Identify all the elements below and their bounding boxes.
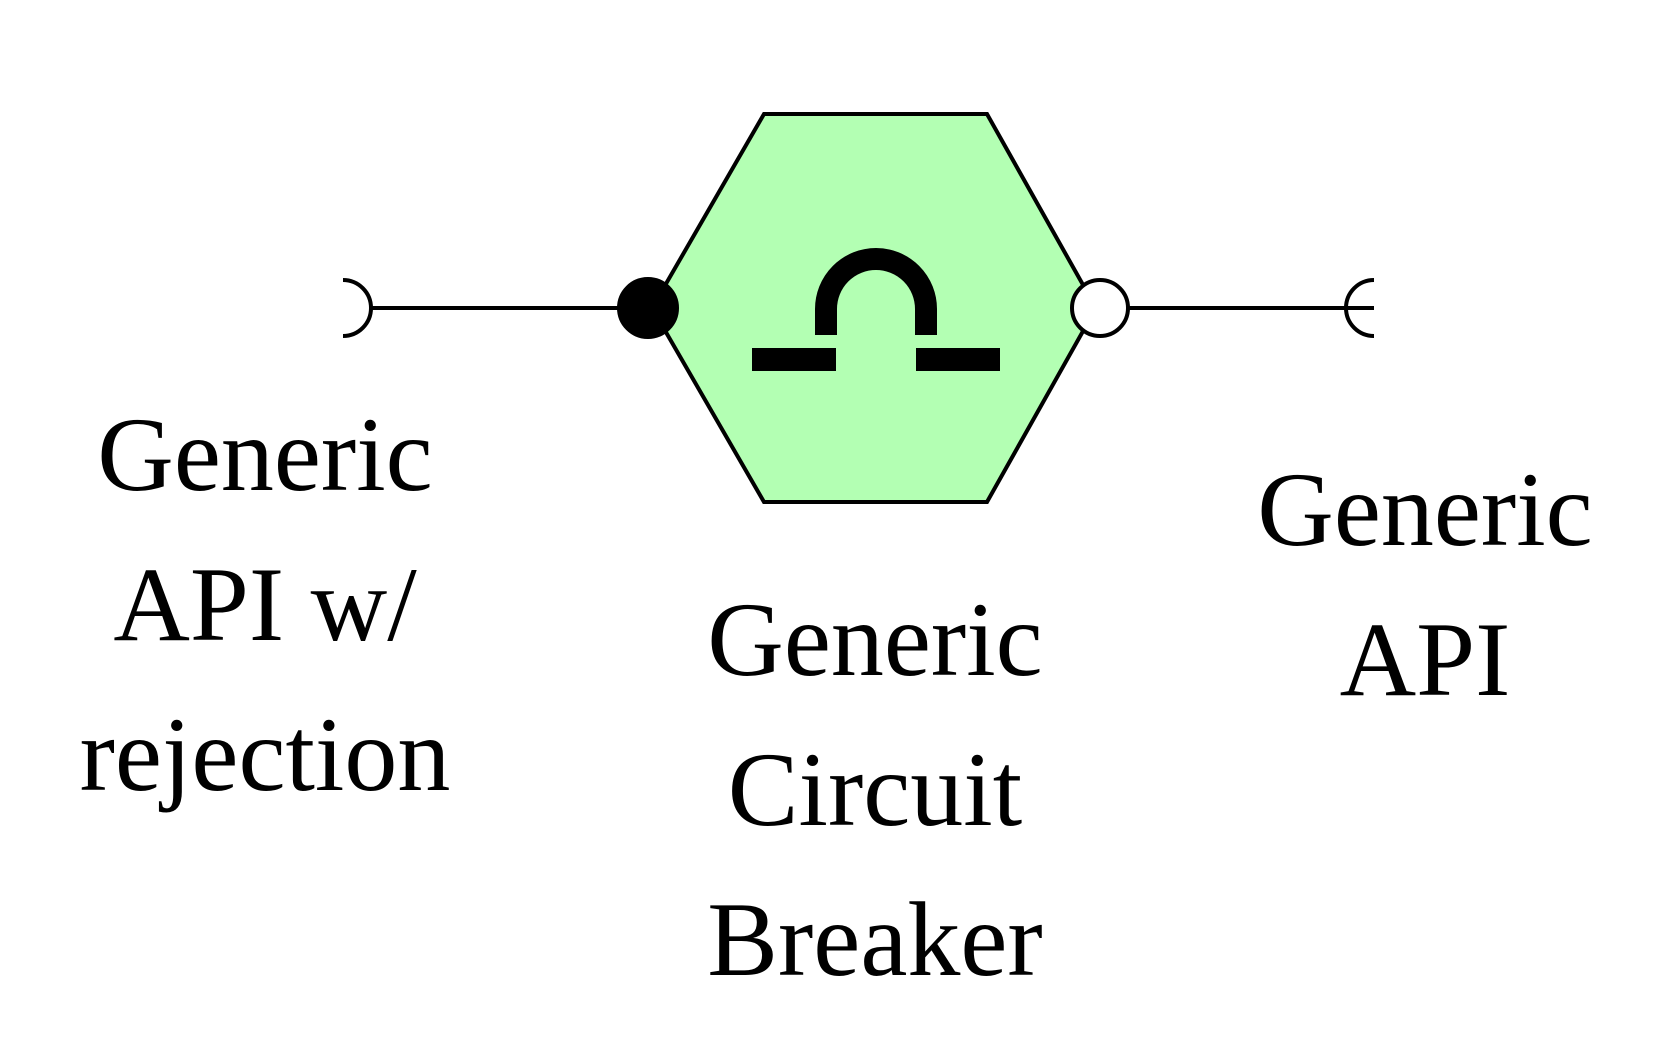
left-api-label-line: rejection bbox=[79, 696, 451, 813]
right-api-label-line: API bbox=[1339, 601, 1511, 718]
circuit-breaker-label: Generic Circuit Breaker bbox=[655, 565, 1095, 1015]
right-api-label: Generic API bbox=[1205, 435, 1645, 735]
open-port-icon[interactable] bbox=[1070, 278, 1130, 338]
circuit-breaker-label-line: Circuit bbox=[727, 731, 1023, 848]
left-api-label-line: Generic bbox=[97, 396, 433, 513]
left-api-label-line: API w/ bbox=[113, 546, 417, 663]
circuit-breaker-label-line: Generic bbox=[707, 581, 1043, 698]
rejection-socket-icon[interactable] bbox=[342, 278, 373, 338]
circuit-breaker-label-line: Breaker bbox=[707, 881, 1043, 998]
filled-port-icon[interactable] bbox=[617, 277, 679, 339]
socket-icon[interactable] bbox=[1344, 278, 1375, 338]
omega-icon bbox=[752, 248, 1000, 371]
left-api-label: Generic API w/ rejection bbox=[45, 380, 485, 830]
circuit-breaker-node[interactable] bbox=[649, 112, 1099, 504]
right-api-label-line: Generic bbox=[1257, 451, 1593, 568]
